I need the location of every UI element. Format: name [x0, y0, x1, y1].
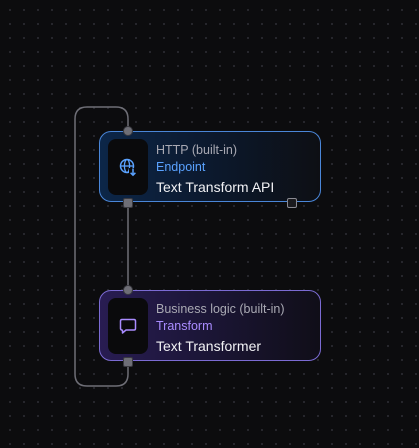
node-name-label: Text Transformer [156, 338, 262, 354]
node-http-endpoint[interactable]: HTTP (built-in) Endpoint Text Transform … [99, 131, 321, 202]
http-secondary-output-port[interactable] [287, 198, 297, 208]
node-business-logic-transform[interactable]: Business logic (built-in) Transform Text… [99, 290, 321, 361]
node-name-label: Text Transform API [156, 179, 275, 195]
node-text: HTTP (built-in) Endpoint Text Transform … [156, 142, 312, 197]
logic-output-port[interactable] [123, 357, 133, 367]
node-icon-box [108, 139, 148, 195]
http-output-port[interactable] [123, 198, 133, 208]
node-type-label: Transform [156, 319, 213, 333]
node-type-label: Endpoint [156, 160, 206, 174]
node-text: Business logic (built-in) Transform Text… [156, 301, 312, 356]
globe-download-icon [119, 158, 137, 177]
http-input-port[interactable] [123, 126, 133, 136]
node-icon-box [108, 298, 148, 354]
node-kind-label: HTTP (built-in) [156, 143, 238, 157]
node-kind-label: Business logic (built-in) [156, 302, 285, 316]
edge-logic-loop-to-http[interactable] [74, 106, 129, 387]
logic-input-port[interactable] [123, 285, 133, 295]
chat-bubble-icon [119, 318, 137, 334]
